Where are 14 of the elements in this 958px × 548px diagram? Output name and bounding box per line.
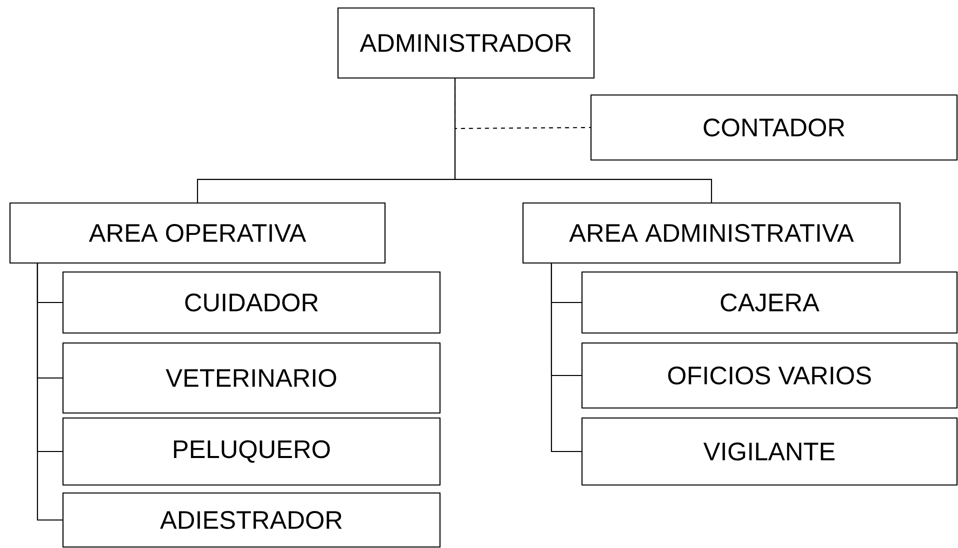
org-box: ADMINISTRADOR xyxy=(337,7,595,79)
org-box: VIGILANTE xyxy=(581,417,958,486)
org-box: PELUQUERO xyxy=(62,417,441,486)
connector-line xyxy=(36,264,62,521)
org-box: AREA OPERATIVA xyxy=(9,202,386,264)
org-box: CONTADOR xyxy=(590,94,958,161)
org-box: ADIESTRADOR xyxy=(62,492,441,548)
connector-line xyxy=(550,264,582,452)
connector-line xyxy=(454,78,712,202)
org-box: VETERINARIO xyxy=(62,342,441,414)
org-box: OFICIOS VARIOS xyxy=(581,342,958,409)
org-box: AREA ADMINISTRATIVA xyxy=(522,202,901,264)
org-box: CUIDADOR xyxy=(62,271,441,334)
org-box: CAJERA xyxy=(581,271,958,334)
